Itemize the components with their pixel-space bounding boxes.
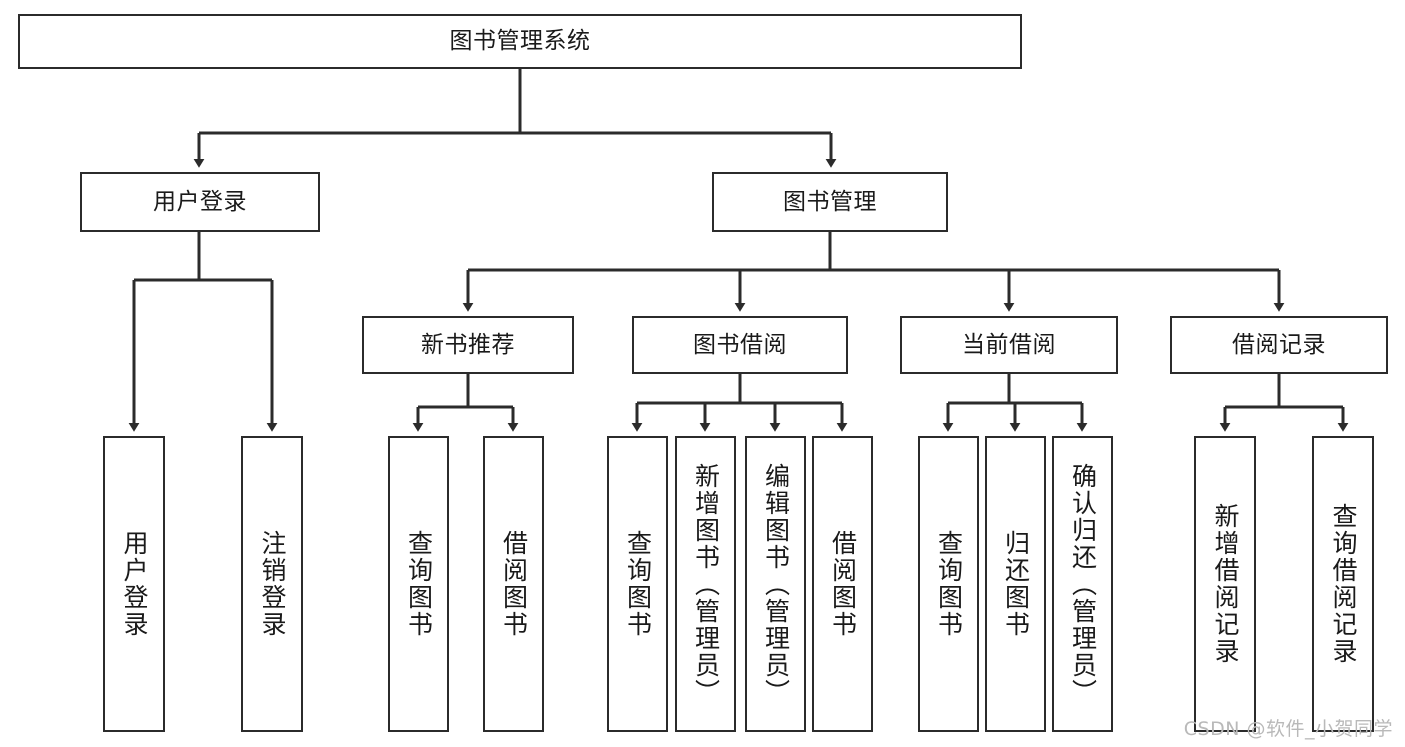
node-book-manage-label: 图书管理 <box>783 188 877 215</box>
node-leaf-return-book-label: 归还图书 <box>1001 530 1031 638</box>
node-leaf-query-book-3[interactable]: 查询图书 <box>918 436 979 732</box>
node-borrow-record-label: 借阅记录 <box>1232 331 1326 358</box>
node-leaf-add-book-label: 新增图书（管理员） <box>691 462 721 706</box>
node-borrow-record[interactable]: 借阅记录 <box>1170 316 1388 374</box>
node-root-label: 图书管理系统 <box>449 28 591 55</box>
node-leaf-query-book-2-label: 查询图书 <box>623 530 653 638</box>
node-leaf-add-book[interactable]: 新增图书（管理员） <box>675 436 736 732</box>
node-user-login-label: 用户登录 <box>153 188 247 215</box>
node-book-borrow-label: 图书借阅 <box>693 331 787 358</box>
node-leaf-query-record-label: 查询借阅记录 <box>1329 503 1358 665</box>
node-leaf-query-book-1[interactable]: 查询图书 <box>388 436 449 732</box>
node-book-borrow[interactable]: 图书借阅 <box>632 316 848 374</box>
node-new-book-rec-label: 新书推荐 <box>421 331 515 358</box>
watermark: CSDN @软件_小贺同学 <box>1183 718 1393 740</box>
node-leaf-query-book-1-label: 查询图书 <box>404 530 434 638</box>
node-leaf-confirm-return[interactable]: 确认归还（管理员） <box>1052 436 1113 732</box>
node-leaf-user-login[interactable]: 用户登录 <box>103 436 165 732</box>
node-leaf-add-record-label: 新增借阅记录 <box>1211 503 1240 665</box>
node-leaf-query-book-2[interactable]: 查询图书 <box>607 436 668 732</box>
node-current-borrow-label: 当前借阅 <box>962 331 1056 358</box>
node-new-book-rec[interactable]: 新书推荐 <box>362 316 574 374</box>
node-leaf-borrow-book-2-label: 借阅图书 <box>828 530 858 638</box>
node-leaf-borrow-book-1[interactable]: 借阅图书 <box>483 436 544 732</box>
node-user-login[interactable]: 用户登录 <box>80 172 320 232</box>
node-leaf-logout-label: 注销登录 <box>258 530 287 638</box>
node-leaf-confirm-return-label: 确认归还（管理员） <box>1068 462 1098 706</box>
node-leaf-user-login-label: 用户登录 <box>120 530 149 638</box>
node-leaf-add-record[interactable]: 新增借阅记录 <box>1194 436 1256 732</box>
node-leaf-edit-book[interactable]: 编辑图书（管理员） <box>745 436 806 732</box>
node-leaf-borrow-book-2[interactable]: 借阅图书 <box>812 436 873 732</box>
node-leaf-logout[interactable]: 注销登录 <box>241 436 303 732</box>
node-leaf-edit-book-label: 编辑图书（管理员） <box>761 462 791 706</box>
node-leaf-return-book[interactable]: 归还图书 <box>985 436 1046 732</box>
node-root[interactable]: 图书管理系统 <box>18 14 1022 69</box>
node-book-manage[interactable]: 图书管理 <box>712 172 948 232</box>
node-leaf-query-record[interactable]: 查询借阅记录 <box>1312 436 1374 732</box>
node-leaf-query-book-3-label: 查询图书 <box>934 530 964 638</box>
node-current-borrow[interactable]: 当前借阅 <box>900 316 1118 374</box>
node-leaf-borrow-book-1-label: 借阅图书 <box>499 530 529 638</box>
